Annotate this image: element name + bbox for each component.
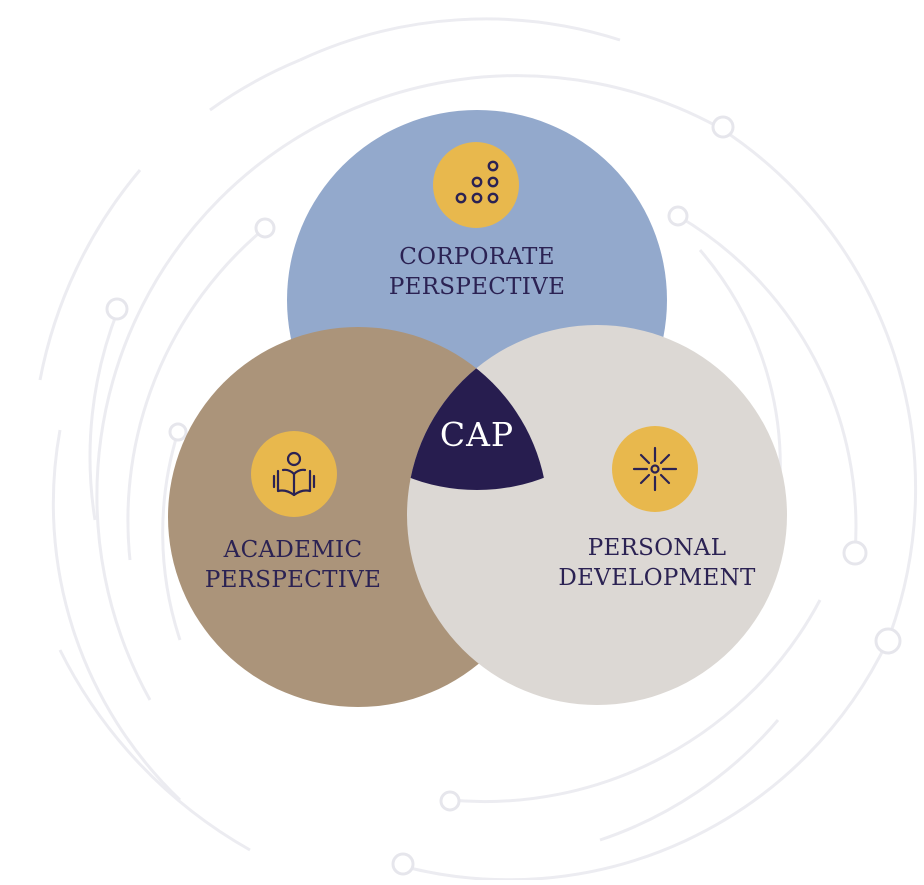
reading-book-icon [251, 431, 337, 517]
spark-burst-icon [612, 426, 698, 512]
cap-label: CAP [439, 415, 515, 454]
orbit-nodes [105, 115, 902, 876]
personal-label-line1: PERSONAL [587, 535, 727, 561]
corporate-label: CORPORATE PERSPECTIVE [377, 242, 577, 302]
corporate-label-line2: PERSPECTIVE [388, 274, 566, 300]
growth-dots-icon [433, 142, 519, 228]
personal-label-line2: DEVELOPMENT [558, 565, 756, 591]
corporate-label-line1: CORPORATE [399, 244, 555, 270]
cap-intersection [407, 327, 548, 490]
background-orbits [38, 17, 918, 882]
personal-label: PERSONAL DEVELOPMENT [547, 533, 767, 593]
academic-label: ACADEMIC PERSPECTIVE [193, 535, 393, 595]
academic-label-line1: ACADEMIC [223, 537, 363, 563]
academic-label-line2: PERSPECTIVE [204, 567, 382, 593]
